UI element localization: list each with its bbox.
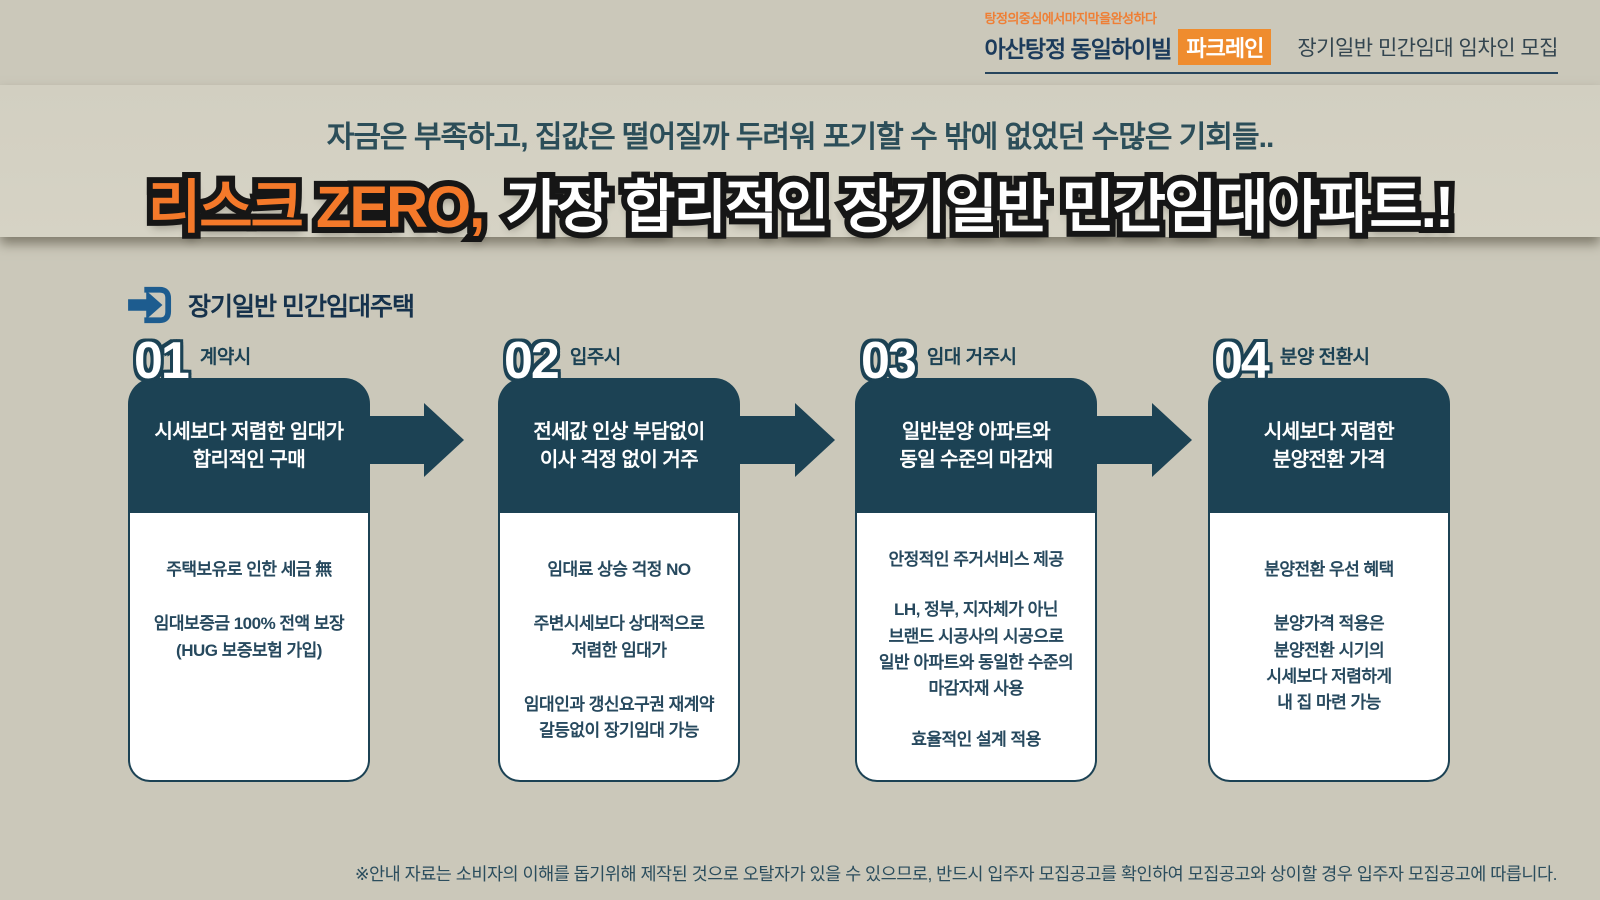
step-4-number: 04 [1214,332,1270,390]
footnote: ※안내 자료는 소비자의 이해를 돕기위해 제작된 것으로 오탈자가 있을 수 … [354,864,1558,884]
step-4-header: 시세보다 저렴한 분양전환 가격 [1208,378,1450,513]
step-4-headline: 시세보다 저렴한 분양전환 가격 [1263,420,1395,471]
step-1-headline: 시세보다 저렴한 임대가 합리적인 구매 [154,420,344,471]
step-2-point: 주변시세보다 상대적으로 저렴한 임대가 [533,614,705,660]
step-3-header: 일반분양 아파트와 동일 수준의 마감재 [855,378,1097,513]
step-2-header: 전세값 인상 부담없이 이사 걱정 없이 거주 [498,378,740,513]
flow-arrow-icon [368,403,464,477]
step-card-2: 02 입주시 전세값 인상 부담없이 이사 걱정 없이 거주 임대료 상승 걱정… [498,332,740,782]
step-2-point: 임대인과 갱신요구권 재계약 갈등없이 장기임대 가능 [523,695,715,741]
step-1-point: 주택보유로 인한 세금 無 [166,560,332,579]
main-headline-text: 리스크 ZERO,가장 합리적인 장기일반 민간임대아파트.! [147,175,1454,240]
step-4-stage: 분양 전환시 [1279,347,1370,368]
flow-arrow-icon [739,403,835,477]
step-1-header: 시세보다 저렴한 임대가 합리적인 구매 [128,378,370,513]
step-1-number: 01 [134,332,190,390]
step-3-point: LH, 정부, 지자체가 아닌 브랜드 시공사의 시공으로 일반 아파트와 동일… [878,600,1074,699]
step-2-number-row: 02 입주시 [498,332,740,390]
step-2-stage: 입주시 [569,347,621,368]
step-4-body: 분양전환 우선 혜택 분양가격 적용은 분양전환 시기의 시세보다 저렴하게 내… [1208,513,1450,782]
step-1-stage: 계약시 [199,347,251,368]
step-3-point: 효율적인 설계 적용 [911,729,1041,749]
brand-name: 아산탕정 동일하이빌 [984,36,1173,62]
section-header: 장기일반 민간임대주택 [128,284,415,326]
step-2-body: 임대료 상승 걱정 NO 주변시세보다 상대적으로 저렴한 임대가 임대인과 갱… [498,513,740,782]
intro-line: 자금은 부족하고, 집값은 떨어질까 두려워 포기할 수 밖에 없었던 수많은 … [326,121,1275,154]
brand-badge: 파크레인 [1178,29,1272,65]
flow-arrow-icon [1096,403,1192,477]
step-3-point: 안정적인 주거서비스 제공 [888,550,1065,569]
step-2-point: 임대료 상승 걱정 NO [547,560,691,579]
step-2-number: 02 [504,332,560,390]
step-1-number-row: 01 계약시 [128,332,370,390]
step-card-4: 04 분양 전환시 시세보다 저렴한 분양전환 가격 분양전환 우선 혜택 분양… [1208,332,1450,782]
section-label: 장기일반 민간임대주택 [188,293,415,321]
step-card-1: 01 계약시 시세보다 저렴한 임대가 합리적인 구매 주택보유로 인한 세금 … [128,332,370,782]
step-3-number-row: 03 임대 거주시 [855,332,1097,390]
step-4-point: 분양전환 우선 혜택 [1264,560,1394,579]
headline-band [0,85,1600,237]
step-1-point: 임대보증금 100% 전액 보장 (HUG 보증보험 가입) [153,614,345,660]
recruit-label: 장기일반 민간임대 임차인 모집 [1297,37,1558,60]
brand-row: 아산탕정 동일하이빌 파크레인 장기일반 민간임대 임차인 모집 [985,29,1558,65]
step-4-point: 분양가격 적용은 분양전환 시기의 시세보다 저렴하게 내 집 마련 가능 [1266,614,1392,713]
step-3-headline: 일반분양 아파트와 동일 수준의 마감재 [899,420,1053,471]
step-1-body: 주택보유로 인한 세금 無 임대보증금 100% 전액 보장 (HUG 보증보험… [128,513,370,782]
step-card-3: 03 임대 거주시 일반분양 아파트와 동일 수준의 마감재 안정적인 주거서비… [855,332,1097,782]
main-headline-outline: 리스크 ZERO,가장 합리적인 장기일반 민간임대아파트.! [142,169,1460,246]
header-brand: 탕정의중심에서마지막을완성하다 아산탕정 동일하이빌 파크레인 장기일반 민간임… [984,8,1558,74]
step-3-number: 03 [861,332,917,390]
step-3-stage: 임대 거주시 [926,347,1017,368]
arrow-bracket-icon [128,286,172,324]
step-2-headline: 전세값 인상 부담없이 이사 걱정 없이 거주 [533,420,705,471]
brand-slogan: 탕정의중심에서마지막을완성하다 [984,11,1157,26]
step-4-number-row: 04 분양 전환시 [1208,332,1450,390]
step-3-body: 안정적인 주거서비스 제공 LH, 정부, 지자체가 아닌 브랜드 시공사의 시… [855,513,1097,782]
